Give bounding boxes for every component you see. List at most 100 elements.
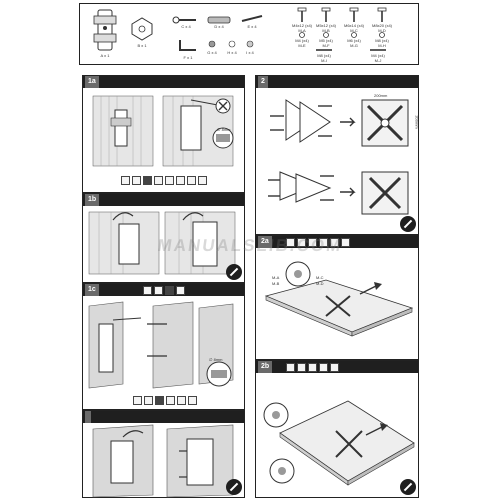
tool-icons [133, 396, 197, 405]
part-i-label: I x 4 [246, 50, 254, 55]
cross-icon [188, 396, 197, 405]
screw-tag: M-A [272, 275, 280, 280]
tool-icons [143, 286, 185, 295]
screw-md-sub: M-D [378, 28, 386, 33]
screw-md-label: M8x20 (x4) [371, 23, 393, 28]
drill-icon [154, 286, 163, 295]
part-g-label: G x 4 [207, 50, 217, 55]
dimension-height: 200mm [414, 115, 420, 129]
bolt-mj-sub: M-J [374, 58, 382, 63]
screw-ma-sub: M-A [298, 28, 306, 33]
step-2a-illustration [264, 261, 414, 337]
nut-me-label: M4 (x4) [295, 38, 309, 43]
part-d-label: D x 4 [214, 24, 224, 29]
screw-tag: M-D [316, 281, 324, 286]
step-2b-panel: 2b [255, 360, 419, 498]
nut-mh-label: M8 (x4) [375, 38, 389, 43]
step-header: 2 [256, 76, 418, 88]
step-1d-illustration [92, 424, 234, 498]
step-number: 2a [258, 236, 272, 248]
step-1a-illustration [92, 95, 234, 167]
drill-size-label: ∅ 8mm [209, 357, 223, 362]
bolt-mi-label: M8 (x4) [317, 53, 331, 58]
step-number: 1c [85, 284, 99, 296]
cross-icon [308, 363, 317, 372]
step-2a-panel: 2a M-A M-B M-C M-D [255, 235, 419, 360]
screw-icon [143, 176, 152, 185]
step-number: 1a [85, 76, 99, 88]
nut-mf-sub: M-F [322, 43, 330, 48]
nut-mf-label: M5 (x4) [319, 38, 333, 43]
level-icon [154, 176, 163, 185]
part-h-label: H x 4 [227, 50, 237, 55]
level-icon [176, 286, 185, 295]
screw-mb-sub: M-B [322, 28, 330, 33]
pencil-icon [226, 264, 242, 280]
watermark: MANUALSLIB.COM [156, 236, 344, 255]
bolt-mi-sub: M-I [321, 58, 327, 63]
wrench-icon [198, 176, 207, 185]
screw-icon [165, 286, 174, 295]
pencil-icon [400, 216, 416, 232]
parts-list-panel: A x 1 B x 1 C x 4 D x 4 E x 4 F x 1 G x … [79, 3, 419, 65]
dimension-width: 200mm [374, 93, 388, 98]
check-icon [165, 176, 174, 185]
check-icon [286, 238, 295, 247]
cross-icon [187, 176, 196, 185]
step-header: 1a [83, 76, 244, 88]
nut-mg-label: M6 (x4) [347, 38, 361, 43]
pencil-icon [400, 479, 416, 495]
step-1c-illustration [88, 301, 234, 389]
cross-icon [330, 363, 339, 372]
cross-icon [176, 176, 185, 185]
step-2-panel: 2 200mm 200mm [255, 75, 420, 235]
drill-size-label: ∅ 8mm [217, 127, 231, 132]
nut-mh-sub: M-H [378, 43, 386, 48]
tool-icons [286, 363, 339, 372]
drill-icon [144, 396, 153, 405]
part-b-label: B x 1 [137, 43, 147, 48]
cross-icon [308, 238, 317, 247]
part-e-label: E x 4 [247, 24, 257, 29]
wall-icon [143, 286, 152, 295]
step-number: 1b [85, 194, 100, 206]
bolt-mj-label: M4 (x4) [371, 53, 385, 58]
cross-icon [319, 238, 328, 247]
step-header [83, 411, 244, 423]
part-f-label: F x 1 [183, 55, 193, 60]
step-header: 1c [83, 284, 244, 296]
step-2-illustration [268, 99, 409, 215]
cross-icon [330, 238, 339, 247]
nut-mg-sub: M-G [350, 43, 358, 48]
step-header: 1b [83, 194, 244, 206]
parts-illustrations [93, 7, 387, 51]
step-number: 2 [258, 76, 268, 88]
screw-mb-label: M5x12 (x4) [315, 23, 337, 28]
step-number: 2b [258, 361, 273, 373]
cross-icon [341, 238, 350, 247]
part-c-label: C x 4 [181, 24, 191, 29]
nut-me-sub: M-E [298, 43, 306, 48]
step-1b-illustration [88, 211, 236, 275]
pencil-icon [226, 479, 242, 495]
screw-icon [297, 363, 306, 372]
screw-ma-label: M4x12 (x4) [291, 23, 313, 28]
step-1a-panel: 1a ∅ 8mm [82, 75, 245, 193]
cross-icon [319, 363, 328, 372]
screw-mc-label: M6x14 (x4) [343, 23, 365, 28]
check-icon [166, 396, 175, 405]
step-1d-panel [82, 410, 245, 498]
screw-icon [155, 396, 164, 405]
step-1c-panel: 1c ∅ 8mm [82, 283, 245, 410]
screw-tag: M-B [272, 281, 280, 286]
screw-icon [297, 238, 306, 247]
step-number [85, 411, 91, 423]
cross-icon [177, 396, 186, 405]
step-1b-panel: 1b [82, 193, 245, 283]
step-2b-illustration [263, 400, 415, 486]
tool-icons [286, 238, 350, 247]
wall-icon [121, 176, 130, 185]
check-icon [286, 363, 295, 372]
drill-icon [132, 176, 141, 185]
wall-icon [133, 396, 142, 405]
